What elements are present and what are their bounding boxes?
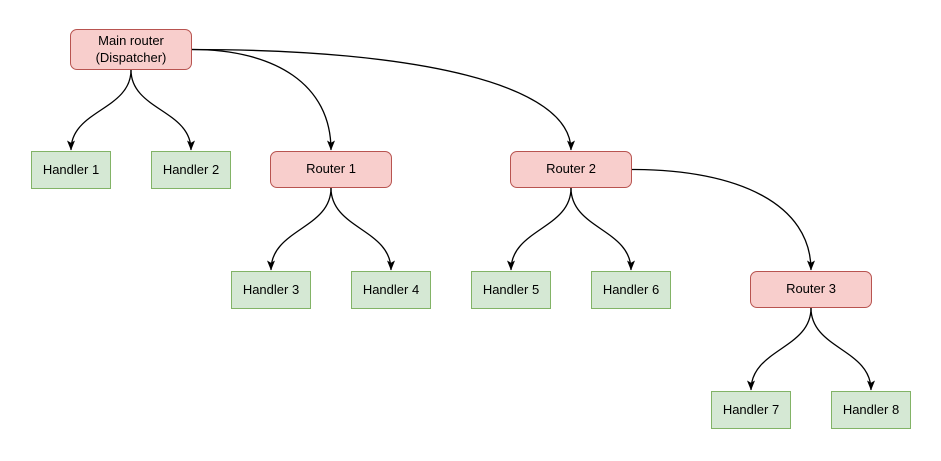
node-label: Handler 3: [242, 281, 300, 297]
edge-r1-h4: [330, 187, 395, 271]
edge-main-r2: [191, 48, 575, 151]
edge-r3-h7: [747, 307, 812, 391]
edge-r1-h3: [267, 187, 332, 271]
node-h6[interactable]: Handler 6: [591, 271, 671, 309]
node-label: Router 1: [306, 161, 356, 177]
node-label: Handler 1: [42, 161, 100, 177]
edge-r2-r3: [631, 168, 815, 271]
node-label: Handler 7: [722, 401, 780, 417]
node-label: Handler 2: [162, 161, 220, 177]
node-label: Router 3: [786, 281, 836, 297]
edge-main-h1: [67, 69, 132, 151]
node-h5[interactable]: Handler 5: [471, 271, 551, 309]
node-r3[interactable]: Router 3: [750, 271, 872, 308]
edge-r2-h5: [507, 187, 572, 271]
node-label: Handler 8: [842, 401, 900, 417]
node-label: Handler 5: [482, 281, 540, 297]
node-h1[interactable]: Handler 1: [31, 151, 111, 189]
node-h8[interactable]: Handler 8: [831, 391, 911, 429]
node-label: (Dispatcher): [95, 49, 167, 65]
edge-main-h2: [130, 69, 195, 151]
edge-r3-h8: [810, 307, 875, 391]
node-main[interactable]: Main router(Dispatcher): [70, 29, 192, 70]
edge-r2-h6: [570, 187, 635, 271]
node-r2[interactable]: Router 2: [510, 151, 632, 188]
edge-main-r1: [191, 48, 335, 151]
node-label: Handler 4: [362, 281, 420, 297]
node-h7[interactable]: Handler 7: [711, 391, 791, 429]
node-r1[interactable]: Router 1: [270, 151, 392, 188]
node-h2[interactable]: Handler 2: [151, 151, 231, 189]
node-label: Router 2: [546, 161, 596, 177]
node-h4[interactable]: Handler 4: [351, 271, 431, 309]
node-h3[interactable]: Handler 3: [231, 271, 311, 309]
node-label: Handler 6: [602, 281, 660, 297]
node-label: Main router: [98, 33, 164, 49]
